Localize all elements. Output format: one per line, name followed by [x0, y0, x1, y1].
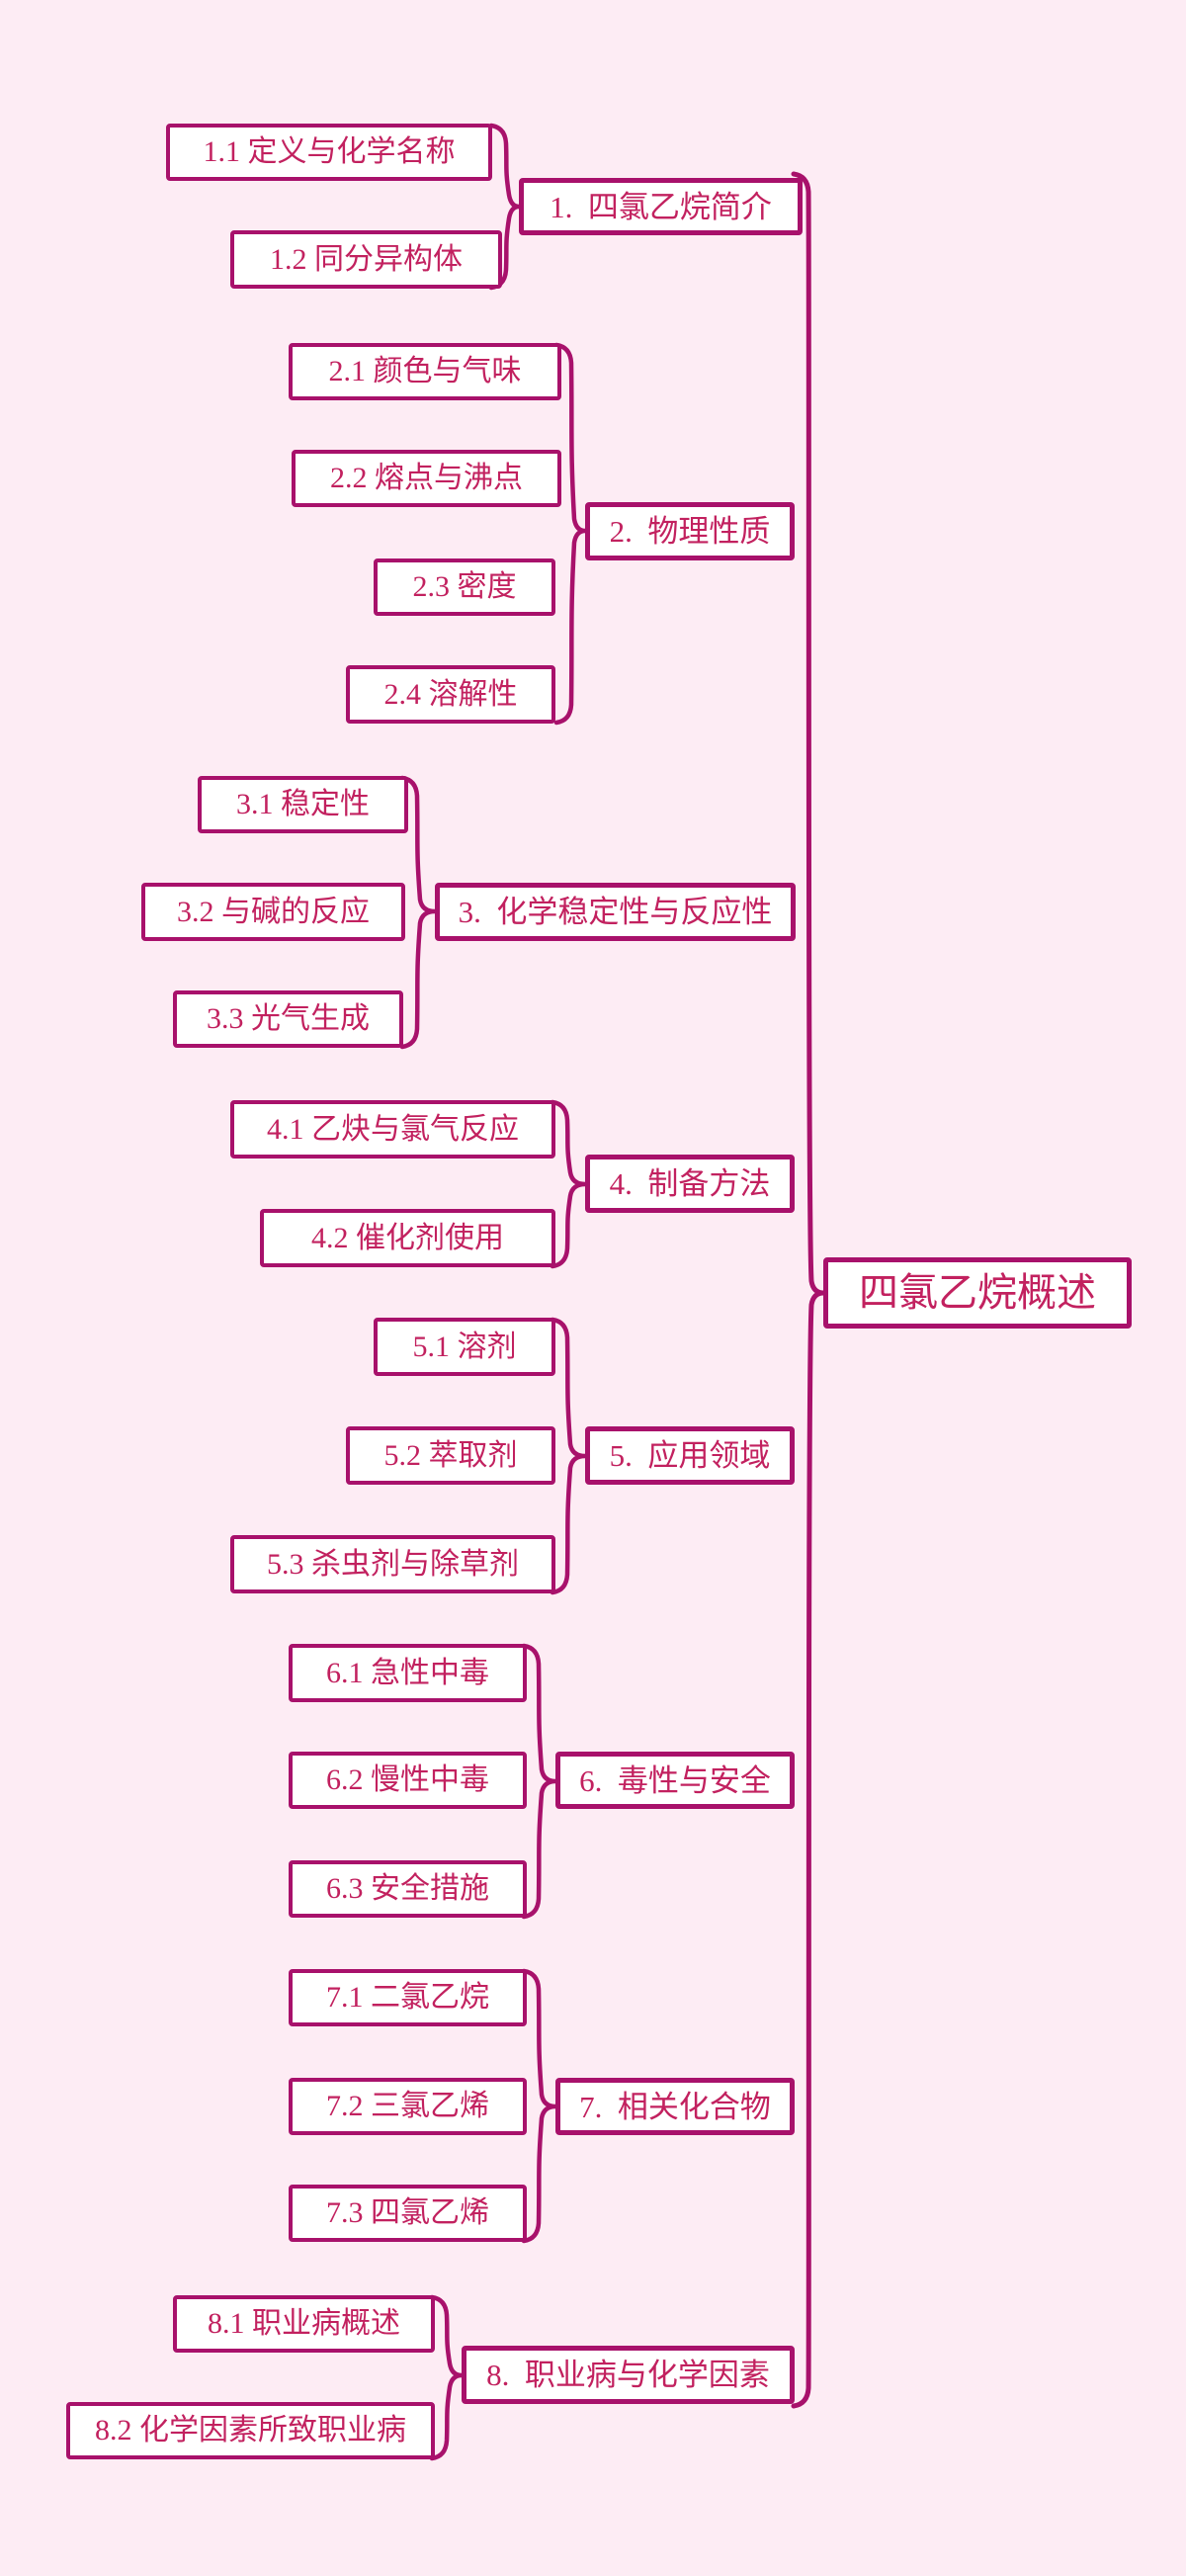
branch-node-1[interactable]: 1. 四氯乙烷简介: [519, 178, 803, 235]
branch-node-6[interactable]: 6. 毒性与安全: [555, 1752, 795, 1809]
child-node-5-2[interactable]: 5.2 萃取剂: [346, 1426, 555, 1485]
child-node-6-1[interactable]: 6.1 急性中毒: [289, 1644, 527, 1702]
branch-node-4[interactable]: 4. 制备方法: [585, 1155, 795, 1213]
branch-node-7[interactable]: 7. 相关化合物: [555, 2078, 795, 2135]
child-node-7-1[interactable]: 7.1 二氯乙烷: [289, 1969, 527, 2026]
brace-branch-6: [521, 1643, 558, 1920]
child-node-5-3[interactable]: 5.3 杀虫剂与除草剂: [230, 1535, 555, 1593]
child-node-1-1[interactable]: 1.1 定义与化学名称: [166, 124, 492, 181]
child-node-4-2[interactable]: 4.2 催化剂使用: [260, 1209, 555, 1267]
child-node-6-3[interactable]: 6.3 安全措施: [289, 1860, 527, 1918]
brace-branch-4: [550, 1099, 588, 1269]
child-node-8-1[interactable]: 8.1 职业病概述: [173, 2295, 435, 2353]
branch-node-3[interactable]: 3. 化学稳定性与反应性: [435, 883, 796, 941]
branch-node-2[interactable]: 2. 物理性质: [585, 502, 795, 560]
brace-branch-7: [521, 1968, 558, 2244]
child-node-3-3[interactable]: 3.3 光气生成: [173, 990, 403, 1048]
child-node-3-2[interactable]: 3.2 与碱的反应: [141, 883, 405, 941]
brace-branch-8: [429, 2294, 465, 2461]
child-node-2-1[interactable]: 2.1 颜色与气味: [289, 343, 561, 400]
child-node-2-4[interactable]: 2.4 溶解性: [346, 665, 555, 724]
child-node-7-3[interactable]: 7.3 四氯乙烯: [289, 2185, 527, 2242]
child-node-6-2[interactable]: 6.2 慢性中毒: [289, 1752, 527, 1809]
brace-branch-2: [553, 342, 588, 726]
child-node-8-2[interactable]: 8.2 化学因素所致职业病: [66, 2402, 435, 2459]
child-node-5-1[interactable]: 5.1 溶剂: [374, 1318, 555, 1376]
child-node-2-2[interactable]: 2.2 熔点与沸点: [292, 450, 561, 507]
child-node-1-2[interactable]: 1.2 同分异构体: [230, 230, 502, 289]
branch-node-8[interactable]: 8. 职业病与化学因素: [462, 2346, 795, 2404]
child-node-7-2[interactable]: 7.2 三氯乙烯: [289, 2078, 527, 2135]
child-node-3-1[interactable]: 3.1 稳定性: [198, 776, 408, 833]
root-node[interactable]: 四氯乙烷概述: [823, 1257, 1132, 1329]
child-node-4-1[interactable]: 4.1 乙炔与氯气反应: [230, 1100, 555, 1159]
brace-branch-5: [550, 1317, 588, 1595]
child-node-2-3[interactable]: 2.3 密度: [374, 558, 555, 616]
brace-root: [791, 171, 826, 2409]
branch-node-5[interactable]: 5. 应用领域: [585, 1426, 795, 1485]
